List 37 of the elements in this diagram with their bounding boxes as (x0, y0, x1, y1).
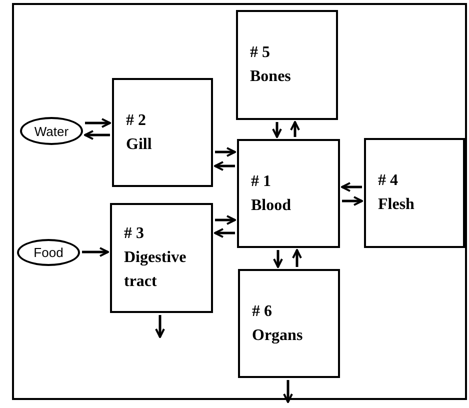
arrow (84, 130, 110, 140)
arrow (292, 249, 302, 267)
compartment-name: Digestive tract (124, 248, 188, 292)
compartment-name: Blood (251, 196, 292, 216)
compartment-number: # 4 (378, 171, 398, 191)
arrow (214, 161, 235, 171)
compartment-name: Gill (126, 134, 152, 154)
arrow (155, 315, 165, 338)
compartment-name: Organs (252, 326, 303, 346)
compartment-name: Bones (250, 67, 291, 87)
arrow (290, 121, 300, 137)
compartment-number: # 3 (124, 224, 144, 244)
input-ellipse (20, 117, 83, 145)
input-ellipse (17, 239, 80, 266)
arrow (85, 118, 111, 128)
compartment-box (238, 269, 340, 378)
compartment-number: # 2 (126, 110, 146, 130)
arrow (214, 228, 235, 238)
input-label: Water (34, 124, 69, 138)
compartment-box (364, 138, 465, 248)
arrow (215, 147, 236, 157)
arrow (215, 215, 236, 225)
compartment-name: Flesh (378, 195, 414, 215)
compartment-box (110, 203, 213, 313)
arrow (82, 247, 109, 257)
compartment-box (237, 139, 340, 248)
compartment-number: # 6 (252, 302, 272, 322)
input-label: Food (34, 246, 64, 259)
arrow (283, 380, 293, 403)
compartment-box (236, 10, 338, 120)
arrow (341, 182, 362, 192)
compartment-box (112, 78, 213, 187)
arrow (342, 196, 363, 206)
compartment-number: # 5 (250, 43, 270, 63)
arrow (272, 122, 282, 138)
compartment-number: # 1 (251, 172, 271, 192)
arrow (273, 250, 283, 268)
